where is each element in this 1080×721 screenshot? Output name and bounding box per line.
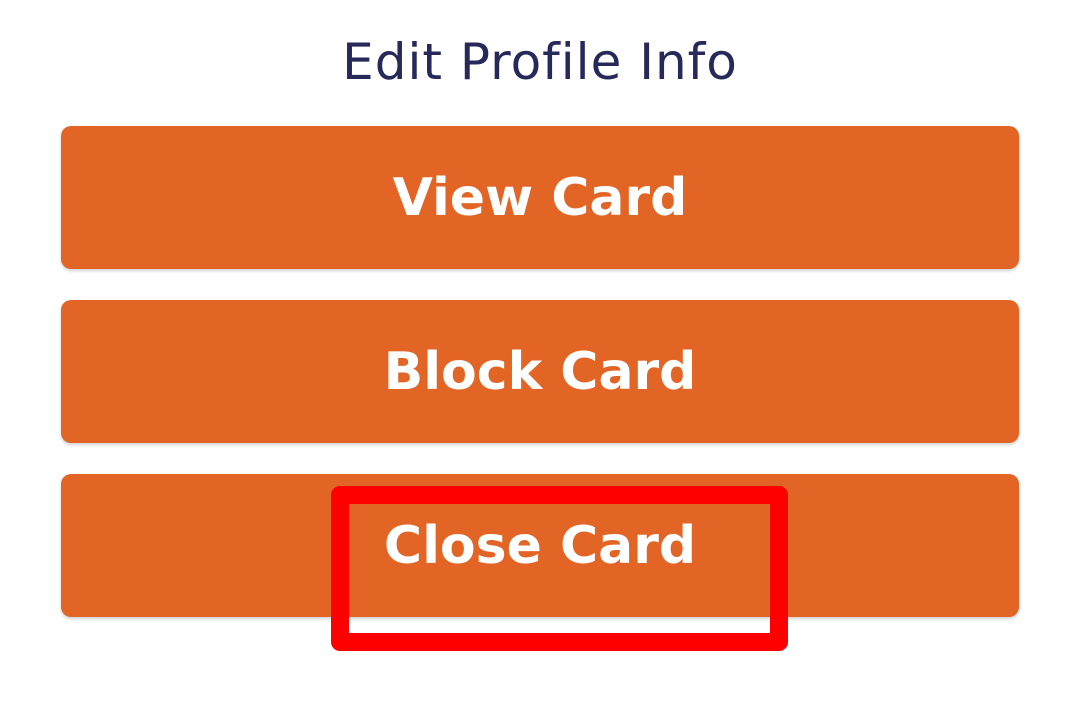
block-card-button[interactable]: Block Card xyxy=(61,300,1019,443)
view-card-button[interactable]: View Card xyxy=(61,126,1019,269)
page-title: Edit Profile Info xyxy=(342,33,738,91)
close-card-button[interactable]: Close Card xyxy=(61,474,1019,617)
